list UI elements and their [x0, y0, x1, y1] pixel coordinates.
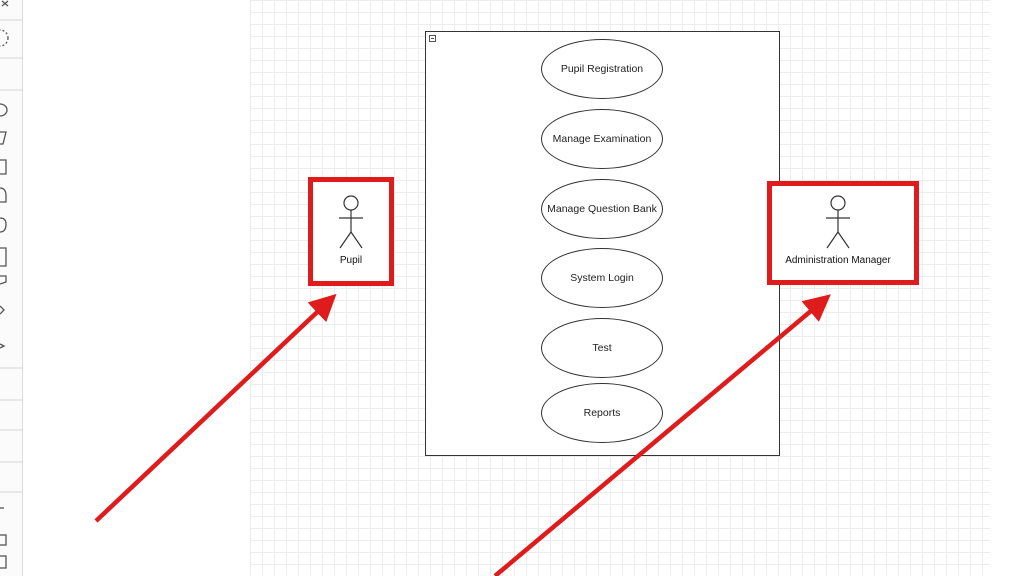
use-case-reports[interactable]: Reports: [541, 383, 663, 443]
collapse-icon[interactable]: [429, 35, 436, 42]
cylinder-shape-icon: [0, 217, 7, 233]
use-case-test[interactable]: Test: [541, 318, 663, 378]
small-arrow-icon: [0, 343, 6, 349]
callout-shape-icon: [0, 275, 7, 285]
pupil-actor-icon[interactable]: [336, 194, 366, 250]
pupil-actor-label: Pupil: [339, 255, 363, 266]
parallelogram-shape-icon: [0, 131, 7, 145]
container-shape-icon: [0, 555, 7, 569]
process-shape-icon: [0, 247, 7, 267]
close-icon: [1, 0, 9, 7]
rectangle-shape-icon: [0, 159, 7, 175]
admin-actor-icon[interactable]: [823, 194, 853, 250]
ellipse-shape-icon: [0, 103, 8, 117]
use-case-manage-question-bank[interactable]: Manage Question Bank: [541, 179, 663, 239]
arrow-shape-icon: [0, 305, 5, 315]
admin-actor-label: Administration Manager: [785, 255, 891, 266]
document-shape-icon: [0, 187, 7, 203]
ellipse-dashed-shape-icon: [0, 29, 9, 47]
shape-library-panel: [0, 0, 23, 576]
table-shape-icon: [0, 534, 7, 546]
use-case-manage-examination[interactable]: Manage Examination: [541, 109, 663, 169]
use-case-pupil-registration[interactable]: Pupil Registration: [541, 39, 663, 99]
use-case-system-login[interactable]: System Login: [541, 248, 663, 308]
